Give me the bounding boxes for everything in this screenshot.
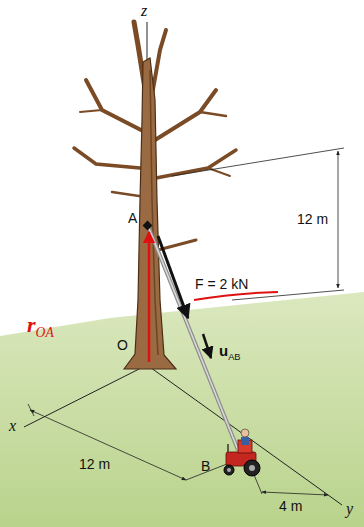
trunk-shade (150, 70, 158, 355)
red-underline (194, 292, 278, 300)
point-label: A (127, 210, 138, 226)
dimension-label: 4 m (278, 498, 303, 514)
axis-label: z (140, 2, 148, 20)
rope-highlight (148, 226, 238, 450)
axis-label: y (345, 500, 354, 518)
vector-subscript: OA (36, 325, 54, 340)
y-axis (147, 365, 342, 505)
x-dimension (28, 404, 232, 480)
y-offset-dimension (252, 470, 328, 495)
tractor (224, 429, 260, 476)
vector-symbol: r (27, 312, 36, 337)
unit-vector-label: uAB (218, 342, 242, 363)
tree-trunk (124, 58, 176, 369)
position-vector (148, 232, 151, 362)
axis-label: x (8, 417, 17, 435)
vector-symbol: u (219, 342, 228, 359)
force-arrow (158, 236, 188, 318)
ground (0, 292, 364, 527)
unit-vector-arrow (203, 334, 211, 358)
point-a (143, 221, 153, 231)
origin-label: O (116, 337, 129, 353)
vector-subscript: AB (228, 352, 240, 362)
height-dimension (172, 148, 344, 300)
x-axis (24, 365, 147, 427)
force-label: F = 2 kN (194, 276, 249, 292)
dimension-label: 12 m (78, 456, 111, 472)
point-label: B (200, 458, 211, 474)
annotation-label: rOA (26, 312, 55, 341)
rope (148, 226, 238, 450)
dimension-label: 12 m (296, 211, 329, 227)
